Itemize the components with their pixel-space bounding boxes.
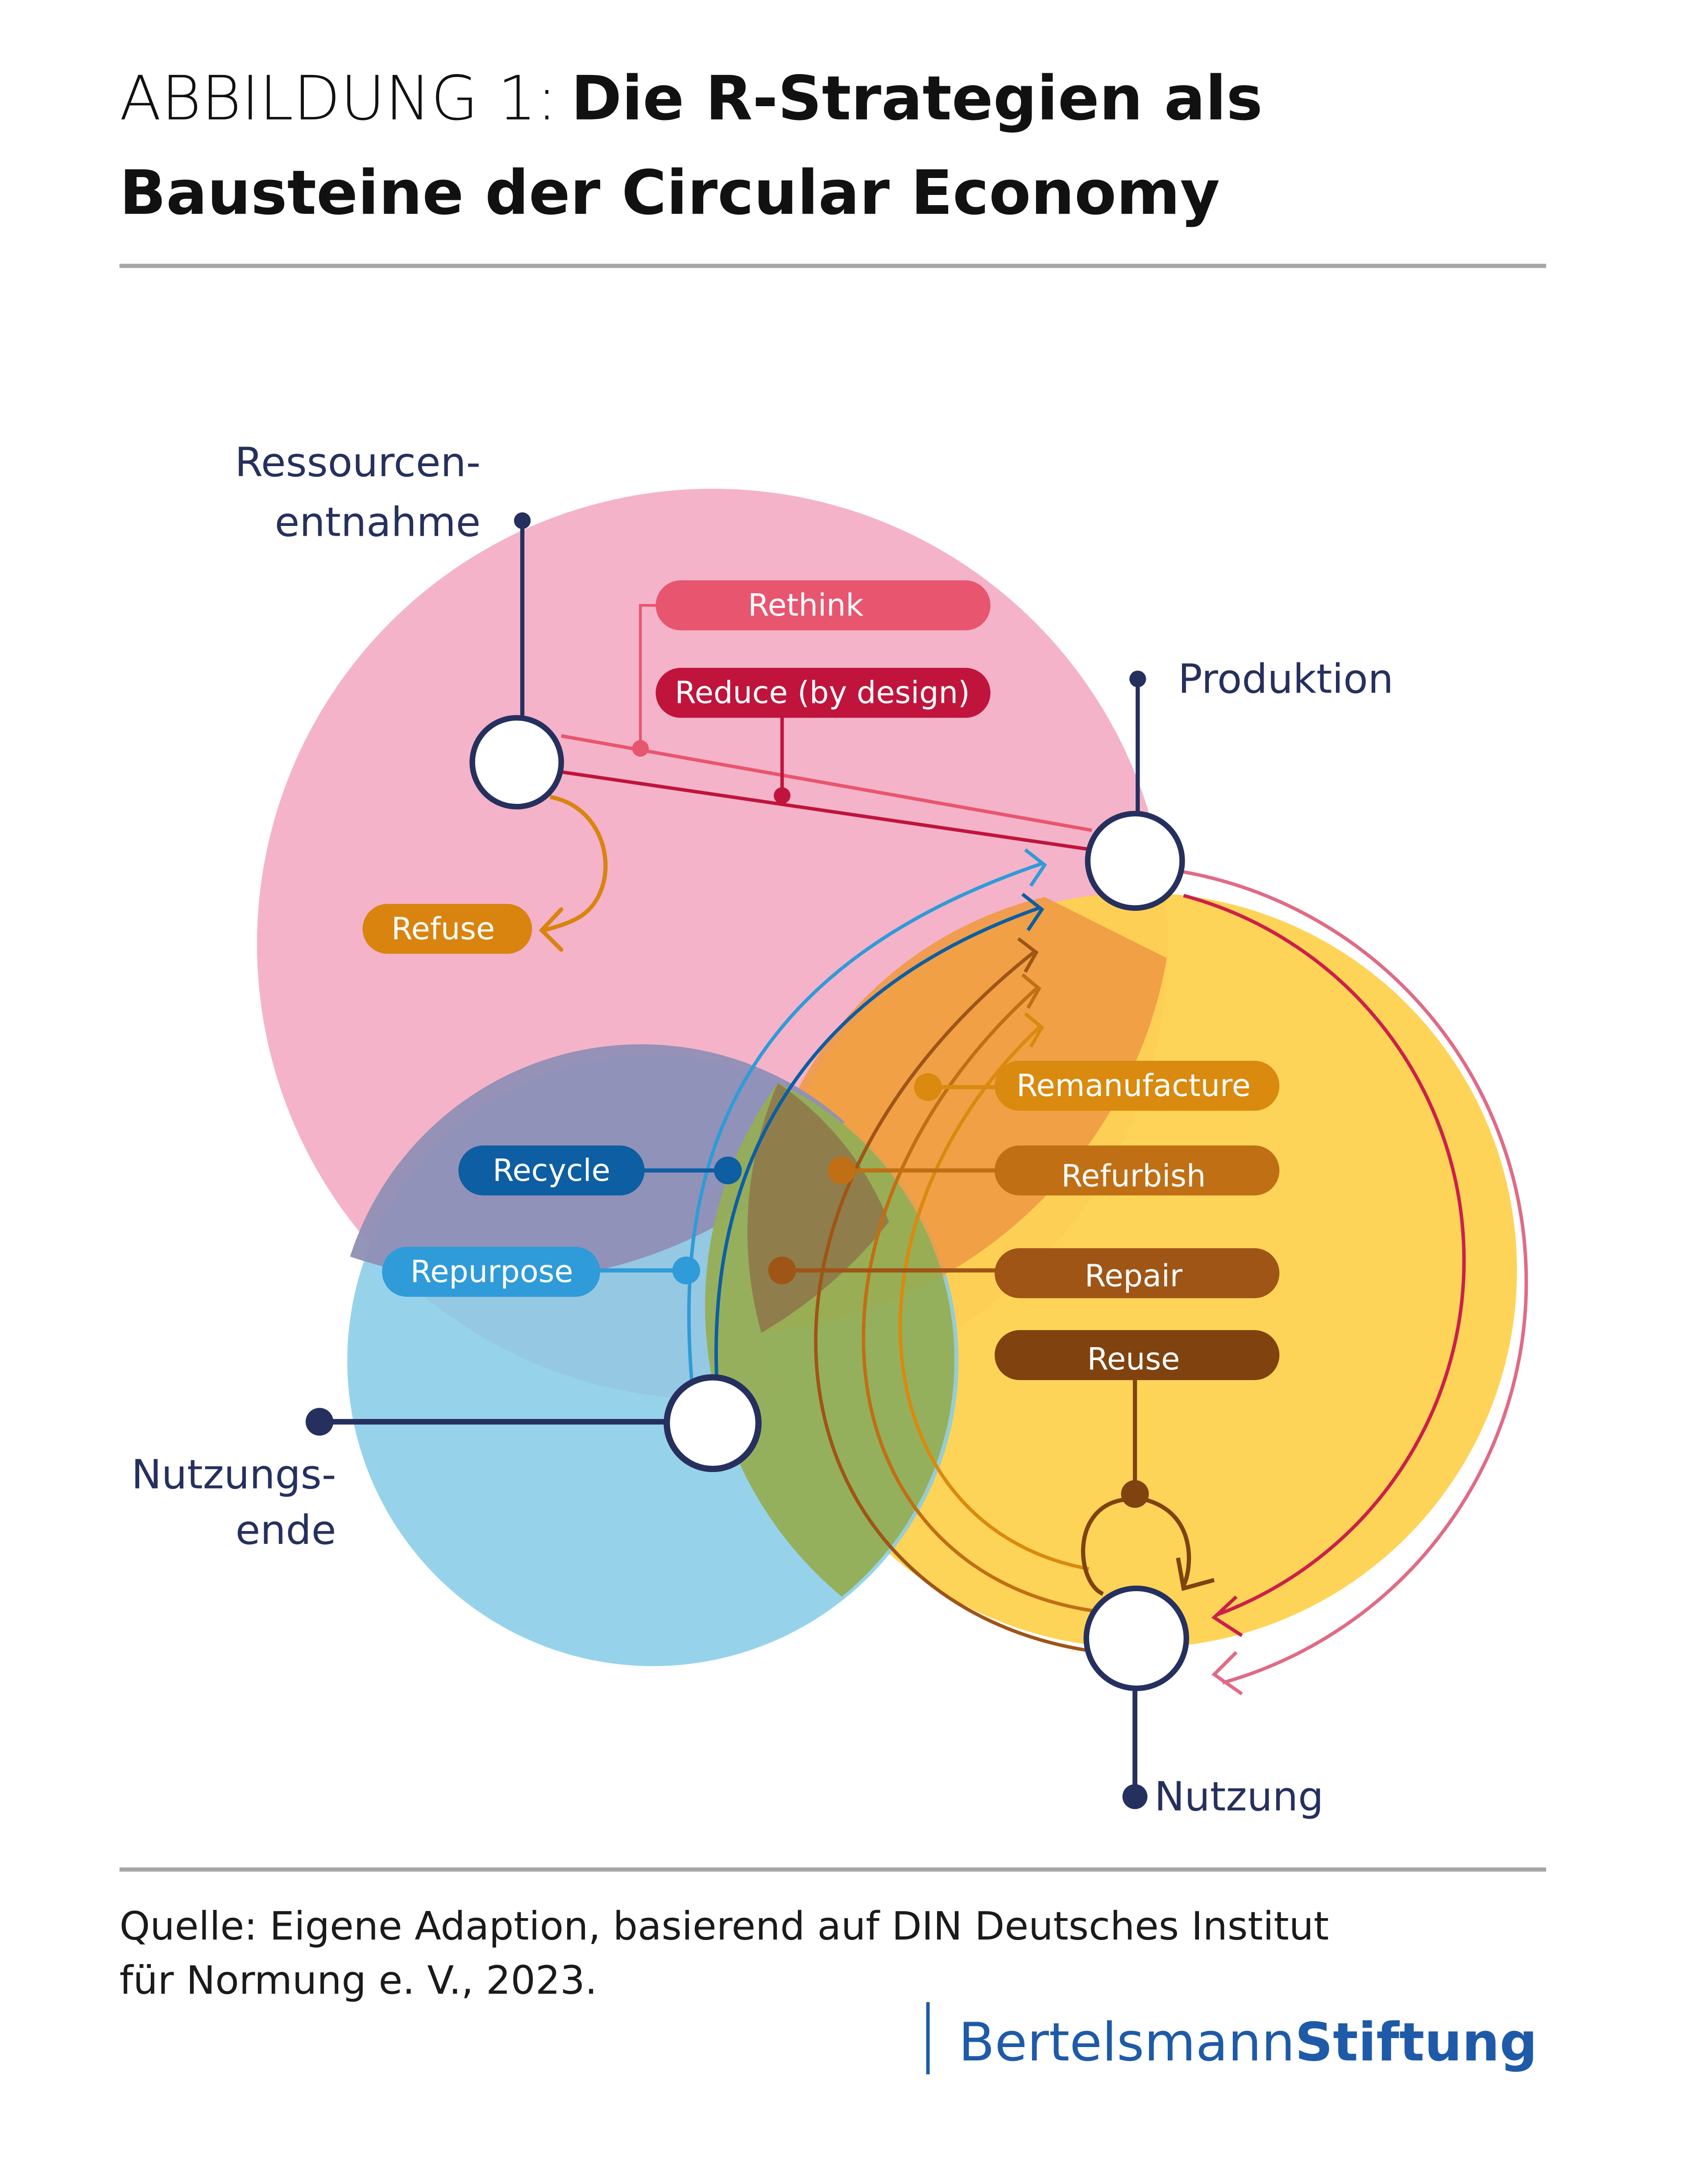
refurbish-junction-dot — [828, 1156, 856, 1184]
nutzungsende-end-dot — [305, 1408, 334, 1436]
top-divider — [119, 264, 1547, 268]
produktion-end-dot — [1129, 670, 1146, 687]
label-ressourcenentnahme-line2: entnahme — [275, 499, 481, 546]
reduce-junction-dot — [774, 787, 791, 804]
reuse-arrowhead — [1176, 1557, 1215, 1591]
rethink-loop-arc — [1183, 870, 1528, 1685]
ressourcen-end-dot — [514, 512, 531, 529]
reuse-loop-arc — [1081, 1497, 1191, 1596]
pill-rethink-label: Rethink — [748, 587, 863, 623]
refuse-arrowhead — [539, 907, 564, 952]
figure-title-line1: ABBILDUNG 1:Die R-Strategien als — [120, 63, 1263, 134]
bottom-divider — [119, 1867, 1547, 1872]
pill-refuse: Refuse — [362, 904, 532, 954]
figure-title-line2: Bausteine der Circular Economy — [120, 157, 1220, 228]
node-ressourcenentnahme — [469, 715, 564, 810]
recycle-arrowhead — [1021, 893, 1045, 931]
rethink-line — [561, 734, 1092, 832]
reduce-loop-arc — [1183, 893, 1466, 1617]
rethink-connector — [639, 604, 656, 749]
repurpose-loop-arc — [687, 862, 1043, 1382]
reduce-line — [561, 770, 1092, 852]
pill-remanufacture-label: Remanufacture — [1016, 1068, 1251, 1104]
pill-refurbish-label: Refurbish — [1062, 1158, 1206, 1194]
refurbish-loop-arc — [862, 987, 1092, 1613]
label-nutzungsende-line1: Nutzungs- — [132, 1452, 336, 1498]
refurbish-arrowhead — [1021, 973, 1041, 1009]
repurpose-arrowhead — [1024, 848, 1047, 887]
reduce-loop-arrowhead — [1211, 1595, 1243, 1637]
pill-reduce-label: Reduce (by design) — [675, 675, 970, 711]
source-line1: Quelle: Eigene Adaption, basierend auf D… — [120, 1903, 1329, 1949]
pill-remanufacture: Remanufacture — [995, 1060, 1280, 1111]
logo-bold-part: Stiftung — [1295, 2011, 1537, 2073]
pill-repair-label: Repair — [1085, 1258, 1183, 1294]
remanufacture-junction-dot — [914, 1073, 942, 1101]
refuse-arrow-arc — [543, 794, 608, 932]
figure-number: ABBILDUNG 1: — [120, 63, 557, 134]
pill-refurbish: Refurbish — [995, 1145, 1280, 1195]
recycle-junction-dot — [714, 1156, 742, 1184]
repair-junction-dot — [768, 1256, 796, 1285]
node-produktion — [1085, 811, 1185, 911]
pill-recycle-label: Recycle — [493, 1153, 610, 1188]
pill-repurpose: Repurpose — [382, 1247, 600, 1297]
remanufacture-loop-arc — [898, 1026, 1090, 1571]
pill-reuse-label: Reuse — [1087, 1341, 1180, 1377]
recycle-loop-arc — [714, 906, 1040, 1382]
source-line2: für Normung e. V., 2023. — [120, 1958, 597, 2003]
nutzung-end-dot — [1122, 1784, 1148, 1809]
pill-reduce: Reduce (by design) — [655, 668, 991, 718]
label-nutzung: Nutzung — [1154, 1774, 1323, 1820]
bertelsmann-stiftung-logo: BertelsmannStiftung — [958, 2011, 1537, 2073]
remanufacture-arrowhead — [1024, 1012, 1044, 1048]
pill-recycle: Recycle — [458, 1145, 645, 1195]
reuse-junction-dot — [1121, 1480, 1149, 1508]
repurpose-junction-dot — [672, 1256, 701, 1285]
title-bold-part1: Die R-Strategien als — [571, 63, 1263, 134]
pill-reuse: Reuse — [995, 1330, 1280, 1380]
label-ressourcenentnahme-line1: Ressourcen- — [235, 439, 481, 486]
node-nutzung — [1083, 1585, 1189, 1692]
pill-refuse-label: Refuse — [391, 911, 495, 947]
label-produktion: Produktion — [1178, 656, 1393, 703]
repair-arrowhead — [1017, 937, 1039, 973]
rethink-junction-dot — [632, 740, 649, 757]
repair-loop-arc — [814, 951, 1101, 1654]
logo-regular-part: Bertelsmann — [958, 2011, 1295, 2073]
rethink-loop-arrowhead — [1211, 1651, 1243, 1696]
node-nutzungsende — [664, 1374, 762, 1473]
pill-rethink: Rethink — [655, 580, 991, 631]
pill-repurpose-label: Repurpose — [411, 1254, 573, 1290]
label-nutzungsende-line2: ende — [236, 1507, 336, 1554]
pill-repair: Repair — [995, 1248, 1280, 1299]
